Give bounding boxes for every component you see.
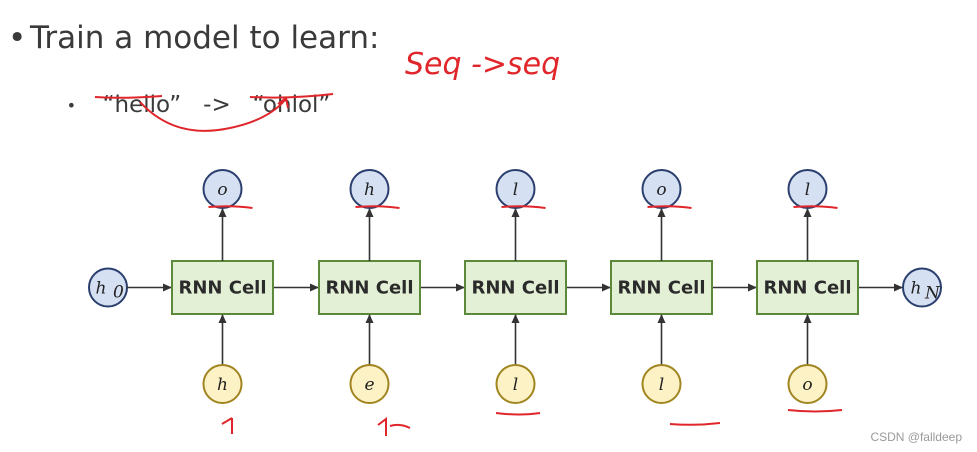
input-node-label: e: [364, 375, 374, 395]
curved-arrow-hello-to-ohlol: [139, 99, 286, 132]
input-node: [495, 364, 536, 404]
output-node: [787, 169, 828, 209]
rnn-cell: [171, 260, 274, 315]
rnn-cell: [756, 260, 859, 315]
output-underline-mark: [647, 205, 692, 209]
input-tick-mark: [377, 417, 411, 436]
sub-bullet-dot: •: [66, 96, 77, 115]
output-underline-mark: [501, 205, 546, 209]
hidden-state-h0-label: h: [96, 279, 107, 299]
input-node-label: l: [659, 375, 664, 395]
main-bullet: •Train a model to learn:: [8, 20, 379, 56]
input-node: [349, 364, 390, 404]
watermark: CSDN @falldeep: [870, 430, 962, 444]
input-underline-mark: [787, 409, 843, 413]
rnn-cell-label: RNN Cell: [325, 278, 413, 299]
output-underline-mark: [208, 205, 253, 209]
output-node-label: l: [513, 180, 518, 200]
input-tick-mark: [221, 417, 233, 434]
input-node-label: l: [513, 375, 518, 395]
handwritten-annotations: Seq ->seq: [94, 47, 560, 132]
input-node: [202, 364, 243, 404]
input-node-label: h: [217, 375, 228, 395]
hidden-state-hN-subscript: N: [924, 284, 941, 304]
input-node: [787, 364, 828, 404]
curved-arrow-head: [277, 96, 289, 109]
sub-bullet-arrow: ->: [203, 92, 231, 118]
output-node: [495, 169, 536, 209]
input-underline-mark: [495, 412, 541, 416]
rnn-cell-label: RNN Cell: [763, 278, 851, 299]
output-node-label: l: [805, 180, 810, 200]
rnn-cell-label: RNN Cell: [471, 278, 559, 299]
rnn-cell-label: RNN Cell: [178, 278, 266, 299]
output-node-label: o: [656, 180, 666, 200]
output-node-label: h: [364, 180, 375, 200]
rnn-cell: [464, 260, 567, 315]
output-node: [641, 169, 682, 209]
input-node: [641, 364, 682, 404]
output-node-label: o: [217, 180, 227, 200]
output-node: [349, 169, 390, 209]
hidden-state-hN-label: h: [911, 279, 922, 299]
main-bullet-text: Train a model to learn:: [30, 20, 380, 56]
input-underline-mark: [669, 422, 721, 426]
input-node-label: o: [802, 375, 812, 395]
hidden-state-h0-subscript: 0: [113, 283, 124, 303]
output-underline-mark: [793, 205, 838, 209]
rnn-cell: [318, 260, 421, 315]
output-underline-mark: [355, 205, 400, 209]
hidden-state-hN: [902, 267, 942, 308]
output-node: [202, 169, 243, 209]
underline-ohlol: [249, 93, 334, 99]
note-seq-to-seq: Seq ->seq: [405, 47, 560, 82]
underline-hello: [94, 95, 163, 99]
rnn-cell-label: RNN Cell: [617, 278, 705, 299]
bullet-dot: •: [8, 20, 27, 56]
